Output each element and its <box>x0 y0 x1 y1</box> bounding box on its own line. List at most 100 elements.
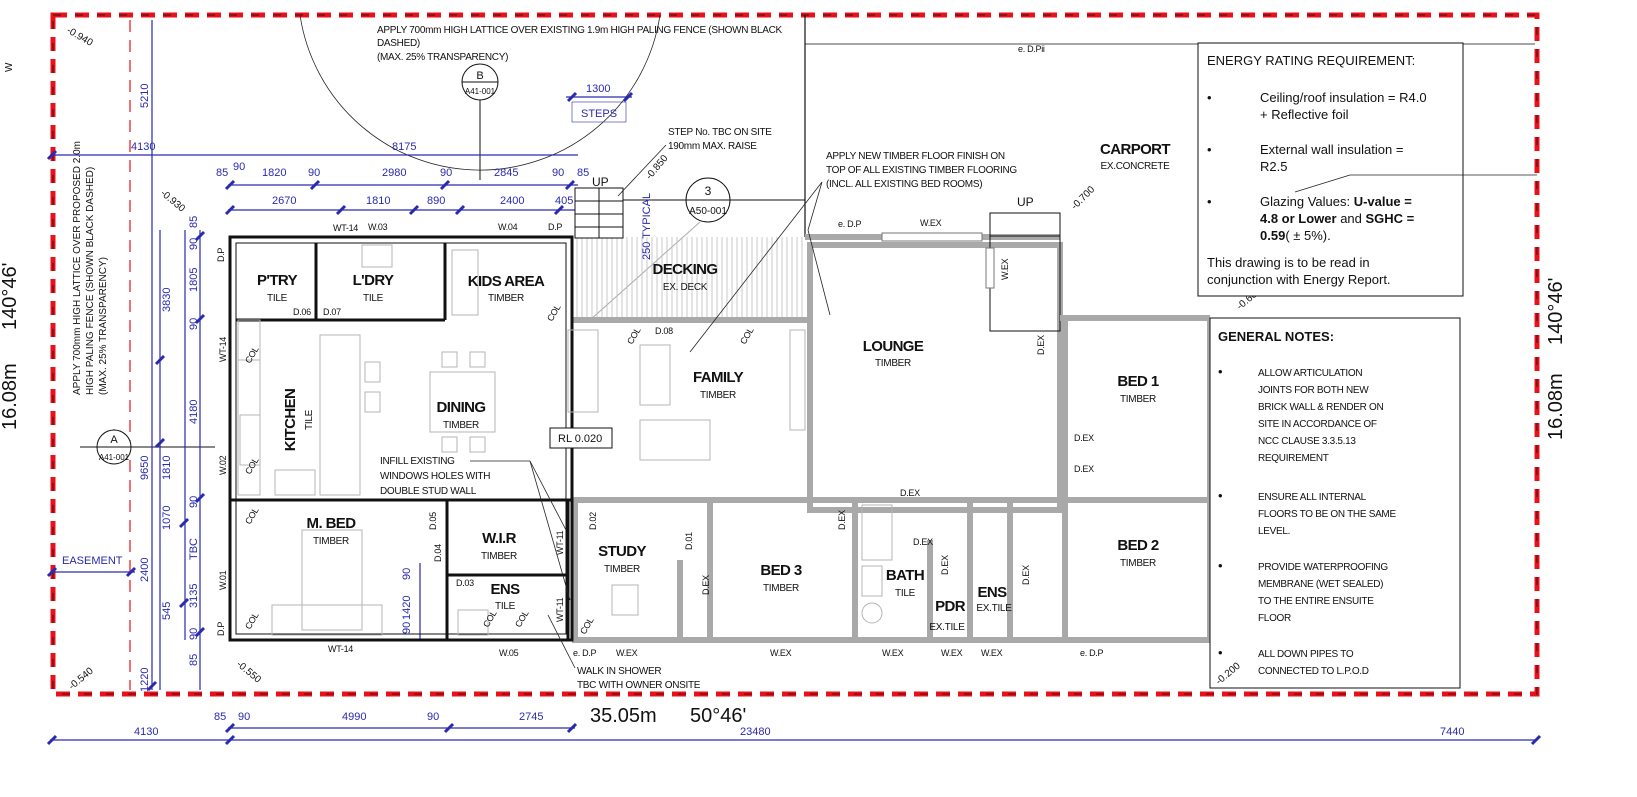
svg-text:TIMBER: TIMBER <box>604 564 640 575</box>
svg-text:DOUBLE STUD WALL: DOUBLE STUD WALL <box>380 486 477 497</box>
svg-text:ENS: ENS <box>977 584 1007 601</box>
svg-text:-0.850: -0.850 <box>644 153 671 182</box>
svg-text:W.03: W.03 <box>368 222 388 232</box>
svg-text:BED 1: BED 1 <box>1117 373 1158 390</box>
svg-text:1810: 1810 <box>161 456 173 480</box>
toilet <box>861 602 883 624</box>
svg-text:TIMBER: TIMBER <box>481 551 517 562</box>
svg-text:-0.540: -0.540 <box>67 665 96 692</box>
room-wir: W.I.R TIMBER <box>481 530 517 562</box>
svg-text:B: B <box>476 70 483 82</box>
svg-text:W.05: W.05 <box>499 648 519 658</box>
svg-text:DECKING: DECKING <box>653 261 718 278</box>
svg-text:KITCHEN: KITCHEN <box>282 389 299 451</box>
svg-text:D.01: D.01 <box>684 532 694 550</box>
svg-text:BED 3: BED 3 <box>760 562 801 579</box>
svg-text:90: 90 <box>401 622 413 634</box>
svg-text:A: A <box>110 434 118 446</box>
svg-text:890: 890 <box>427 195 445 207</box>
svg-text:2745: 2745 <box>519 711 543 723</box>
dimension-labels: 4130 8175 1300 STEPS 5210 85 90 1820 90 … <box>62 83 1464 738</box>
dining-table <box>429 371 496 433</box>
shower <box>861 504 893 561</box>
svg-text:ALLOW ARTICULATION: ALLOW ARTICULATION <box>1258 368 1362 379</box>
svg-text:2845: 2845 <box>494 167 518 179</box>
svg-text:D.P: D.P <box>216 622 226 636</box>
svg-text:PROVIDE WATERPROOFING: PROVIDE WATERPROOFING <box>1258 562 1388 573</box>
svg-text:4180: 4180 <box>188 400 200 424</box>
svg-text:A41-001: A41-001 <box>465 87 496 96</box>
svg-text:BRICK WALL & RENDER ON: BRICK WALL & RENDER ON <box>1258 402 1384 413</box>
svg-text:W.I.R: W.I.R <box>482 530 516 547</box>
room-master-bed: M. BED TIMBER <box>307 515 357 547</box>
svg-text:INFILL EXISTING: INFILL EXISTING <box>380 456 455 467</box>
svg-text:GENERAL NOTES:: GENERAL NOTES: <box>1218 329 1334 344</box>
svg-text:TO THE ENTIRE ENSUITE: TO THE ENTIRE ENSUITE <box>1258 596 1374 607</box>
svg-text:W.EX: W.EX <box>981 648 1003 658</box>
svg-text:TIMBER: TIMBER <box>763 583 799 594</box>
svg-text:0.59( ± 5%).: 0.59( ± 5%). <box>1260 228 1331 243</box>
svg-text:1070: 1070 <box>161 506 173 530</box>
svg-text:D.EX: D.EX <box>1074 433 1094 443</box>
svg-text:2980: 2980 <box>382 167 406 179</box>
svg-text:EX. DECK: EX. DECK <box>663 282 708 293</box>
svg-text:TILE: TILE <box>363 293 384 304</box>
cooktop <box>274 469 316 496</box>
svg-text:COL: COL <box>243 455 261 476</box>
svg-text:TIMBER: TIMBER <box>313 536 349 547</box>
general-notes-box: GENERAL NOTES: • ALLOW ARTICULATION JOIN… <box>1209 317 1461 689</box>
room-laundry: L'DRY TILE <box>353 272 395 304</box>
svg-text:90: 90 <box>308 167 320 179</box>
svg-text:1810: 1810 <box>366 195 390 207</box>
svg-text:conjunction with Energy Report: conjunction with Energy Report. <box>1207 272 1391 287</box>
section-marker-a[interactable]: A A41-001 <box>80 429 215 465</box>
svg-text:M. BED: M. BED <box>307 515 357 532</box>
svg-text:TILE: TILE <box>495 601 516 612</box>
svg-text:-0.930: -0.930 <box>158 188 187 215</box>
svg-text:FLOOR: FLOOR <box>1258 613 1291 624</box>
svg-text:90: 90 <box>188 628 200 640</box>
deck-stairs[interactable]: UP UP 250 TYPICAL <box>574 175 1034 260</box>
svg-text:This drawing is to be read in: This drawing is to be read in <box>1207 255 1370 270</box>
svg-text:4130: 4130 <box>131 141 155 153</box>
svg-text:•: • <box>1207 194 1212 209</box>
svg-text:W.EX: W.EX <box>770 648 792 658</box>
laundry-tub <box>361 244 393 268</box>
coffee-table <box>639 344 671 406</box>
svg-text:APPLY 700mm HIGH LATTICE OVER: APPLY 700mm HIGH LATTICE OVER PROPOSED 2… <box>72 141 83 395</box>
svg-text:R2.5: R2.5 <box>1260 159 1287 174</box>
svg-text:90: 90 <box>233 161 245 173</box>
dimensions <box>46 20 1542 746</box>
svg-text:JOINTS FOR BOTH NEW: JOINTS FOR BOTH NEW <box>1258 385 1369 396</box>
furniture <box>237 244 893 636</box>
svg-text:BATH: BATH <box>886 567 924 584</box>
svg-text:TIMBER: TIMBER <box>875 358 911 369</box>
svg-text:L'DRY: L'DRY <box>353 272 394 289</box>
svg-text:ENS: ENS <box>490 581 520 598</box>
svg-text:TIMBER: TIMBER <box>1120 558 1156 569</box>
section-marker-b[interactable]: B A41-001 <box>461 63 499 180</box>
svg-text:•: • <box>1218 645 1223 660</box>
svg-text:TBC: TBC <box>188 538 200 560</box>
svg-text:D.05: D.05 <box>428 512 438 530</box>
svg-text:NCC CLAUSE 3.3.5.13: NCC CLAUSE 3.3.5.13 <box>1258 436 1356 447</box>
svg-text:-0.700: -0.700 <box>1069 184 1097 212</box>
svg-text:P'TRY: P'TRY <box>257 272 298 289</box>
svg-text:85: 85 <box>188 654 200 666</box>
svg-text:(MAX. 25% TRANSPARENCY): (MAX. 25% TRANSPARENCY) <box>98 257 109 395</box>
svg-text:•: • <box>1218 488 1223 503</box>
svg-text:85: 85 <box>577 167 589 179</box>
svg-text:•: • <box>1207 142 1212 157</box>
svg-text:COL: COL <box>578 615 596 636</box>
svg-text:MEMBRANE (WET SEALED): MEMBRANE (WET SEALED) <box>1258 579 1383 590</box>
svg-text:EX.TILE: EX.TILE <box>976 603 1012 614</box>
svg-text:4990: 4990 <box>342 711 366 723</box>
svg-text:COL: COL <box>545 302 563 323</box>
svg-text:e. D.P: e. D.P <box>573 648 597 658</box>
